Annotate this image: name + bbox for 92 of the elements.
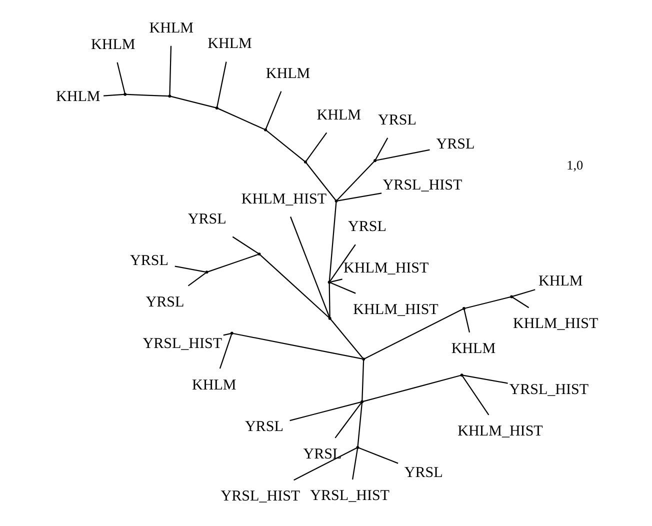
connector	[266, 130, 304, 162]
node-text: YRSL	[145, 294, 184, 311]
node-point	[204, 270, 208, 274]
connector	[216, 62, 226, 107]
node-text: KHLM	[538, 274, 582, 290]
node-text: KHLM	[450, 341, 496, 358]
node-point	[510, 295, 513, 298]
node-text: KHLM	[56, 89, 100, 106]
node-text: YRSL_HIST	[310, 488, 389, 504]
node-text: YRSL	[377, 112, 416, 128]
connector	[512, 289, 535, 297]
node-point	[362, 358, 365, 361]
node-point	[334, 200, 338, 202]
node-point	[304, 160, 306, 164]
connector	[462, 374, 508, 384]
connector	[103, 94, 124, 96]
connector	[187, 272, 206, 286]
node-text: KHLM_HIST	[343, 260, 428, 276]
node-text: KHLM_HIST	[512, 316, 598, 332]
node-point	[356, 446, 359, 449]
node-text: KHLM	[192, 377, 236, 394]
node-point	[373, 159, 376, 162]
connector	[290, 216, 330, 318]
node-text: YRSL	[187, 212, 226, 228]
connector	[264, 91, 282, 130]
connector	[222, 332, 230, 336]
connector	[168, 46, 172, 95]
node-text: YRSL_HIST	[220, 488, 300, 505]
node-point	[230, 332, 233, 335]
node-point	[327, 280, 330, 284]
node-text: KHLM	[207, 36, 252, 52]
connector	[330, 318, 363, 358]
connector	[116, 62, 125, 94]
connector	[330, 278, 342, 282]
connector	[217, 108, 264, 130]
node-text: YRSL	[404, 464, 442, 481]
connector	[356, 402, 362, 446]
connector	[170, 96, 216, 108]
connector	[293, 448, 356, 481]
node-point	[123, 92, 126, 96]
connector	[207, 254, 258, 272]
connector	[305, 132, 327, 162]
node-text: YRSL	[130, 253, 168, 270]
connector	[334, 402, 362, 438]
node-point	[460, 374, 463, 377]
node-point	[462, 307, 465, 310]
connector	[174, 266, 205, 272]
connector	[330, 282, 356, 294]
node-text: KHLM_HIST	[352, 302, 438, 318]
connector	[218, 334, 232, 369]
node-point	[214, 106, 218, 110]
connector	[374, 138, 388, 160]
connector	[232, 236, 258, 254]
connector	[362, 374, 460, 402]
connector	[259, 254, 329, 318]
connector	[232, 332, 362, 360]
label: 1,0	[566, 157, 583, 172]
connector	[376, 149, 430, 161]
node-text: YRSL	[348, 219, 386, 236]
node-text: YRSL_HIST	[382, 178, 462, 194]
node-text: KHLM	[265, 66, 310, 82]
node-text: YRSL	[302, 446, 342, 463]
node-point	[360, 400, 364, 404]
connector	[126, 94, 168, 97]
connector	[512, 296, 529, 308]
connector	[336, 161, 374, 200]
connector	[364, 308, 463, 360]
node-point	[257, 252, 260, 256]
connector	[358, 447, 398, 464]
node-text: YRSL_HIST	[508, 382, 588, 398]
node-text: YRSL_HIST	[142, 336, 222, 352]
node-text: KHLM_HIST	[457, 424, 542, 440]
connector	[336, 192, 382, 202]
node-text: KHLM_HIST	[240, 191, 326, 208]
connector	[463, 309, 470, 333]
connector	[289, 402, 361, 422]
connector	[305, 162, 336, 200]
connector	[329, 244, 356, 282]
connector	[328, 202, 336, 282]
connector	[328, 283, 330, 318]
node-point	[328, 316, 331, 320]
connector	[361, 360, 364, 401]
node-text: KHLM	[90, 36, 135, 53]
node-point	[264, 128, 267, 132]
connector	[464, 296, 510, 309]
node-text: KHLM	[316, 107, 361, 124]
connector	[462, 376, 489, 416]
node-text: YRSL	[244, 418, 283, 435]
node-point	[168, 94, 171, 98]
connector	[352, 448, 358, 480]
node-text: YRSL	[436, 136, 474, 152]
node-text: KHLM	[148, 20, 194, 36]
